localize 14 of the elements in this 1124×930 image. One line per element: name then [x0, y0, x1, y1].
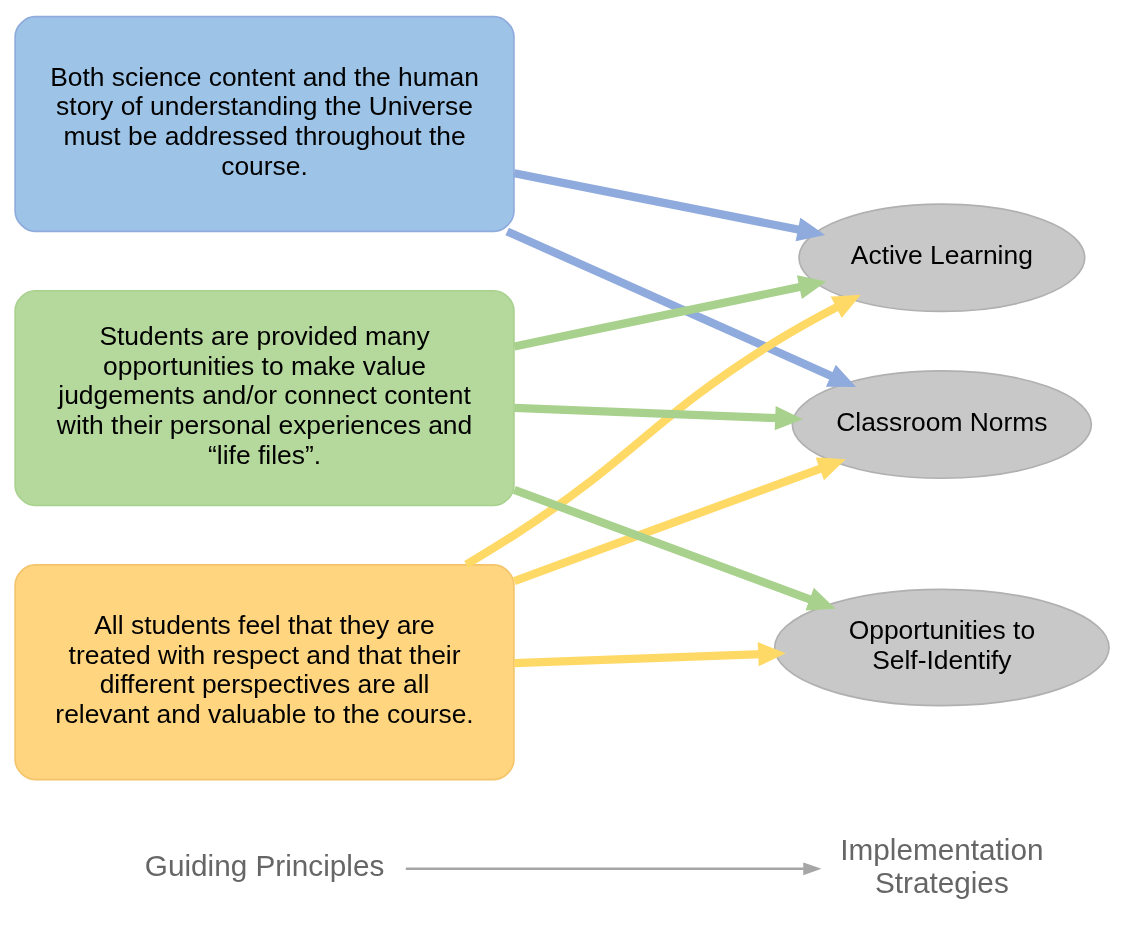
node-text: Implementation Strategies: [840, 832, 1044, 899]
arrow: [512, 457, 846, 585]
arrow: [514, 642, 786, 668]
arrow: [514, 403, 803, 431]
node-box: Students are provided many opportunities to make value judgements and/or connect content with their personal experiences and “life files”.: [14, 289, 515, 507]
node-box: Both science content and the human story of understanding the Universe must be addressed throughout the course.: [14, 15, 515, 233]
arrow: [505, 227, 857, 388]
arrow: [513, 169, 826, 242]
node-text: Guiding Principles: [144, 849, 385, 883]
arrow: [405, 862, 822, 876]
arrow: [512, 486, 836, 611]
node-box: All students feel that they are treated with respect and that their different perspectives are all relevant and valuable to the course.: [14, 564, 515, 781]
arrow: [513, 275, 827, 351]
arrow: [464, 294, 861, 569]
